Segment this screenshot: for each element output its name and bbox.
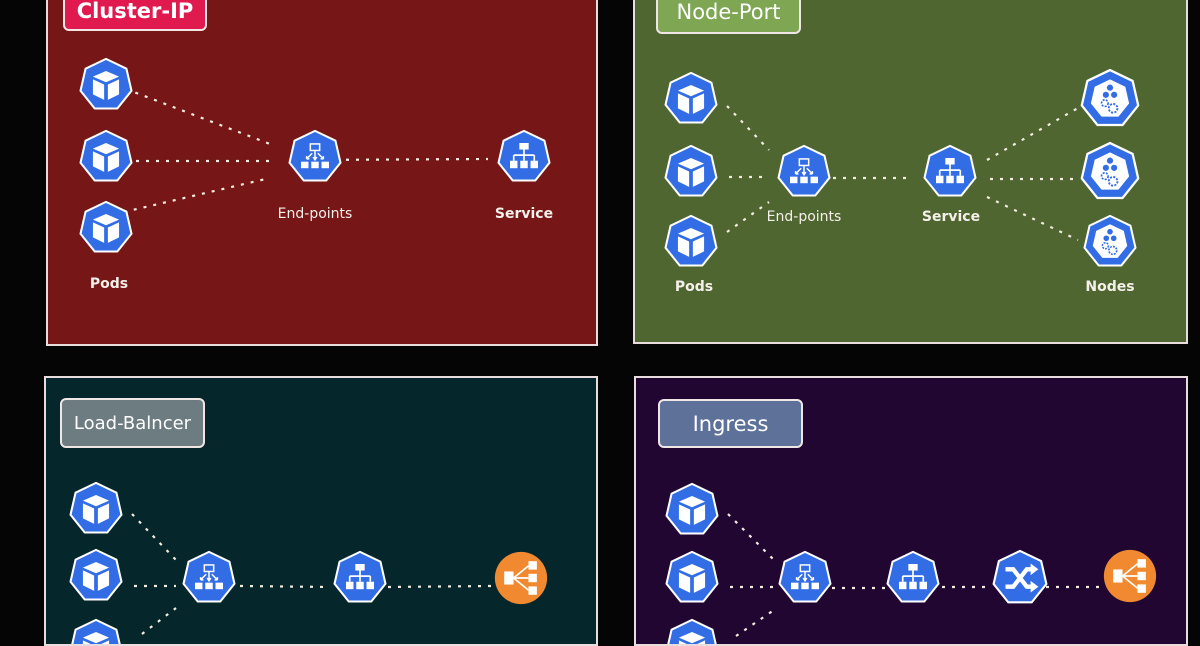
panel-title-cluster-ip: Cluster-IP [63,0,207,31]
pod-cube-icon [663,71,719,127]
connectors [726,105,1079,241]
pods-label: Pods [674,279,714,295]
pod-cube-icon [664,618,720,646]
load-balancer-icon [493,550,549,606]
node-icon [1082,214,1138,270]
pod-cube-icon [78,200,134,256]
nodes-label: Nodes [1085,279,1135,295]
connectors [727,513,1102,637]
endpoints-icon [181,550,237,606]
pod-cube-icon [663,144,719,200]
pods-label: Pods [89,276,129,292]
service-label: Service [494,206,554,222]
endpoints-icon [777,550,833,606]
pod-cube-icon [68,548,124,604]
service-icon [496,129,552,185]
service-icon [922,144,978,200]
service-icon [332,550,388,606]
service-label: Service [921,209,981,225]
endpoints-label: End-points [277,206,353,222]
panel-cluster-ip: End-points Service Pods [46,0,598,346]
node-icon [1079,68,1141,130]
panel-node-port: End-points Service Pods Nodes [633,0,1188,344]
load-balancer-icon [1102,548,1158,604]
panel-title-ingress: Ingress [658,399,803,448]
pod-cube-icon [68,481,124,537]
pod-cube-icon [663,214,719,270]
endpoints-icon [287,129,343,185]
endpoints-icon [776,144,832,200]
pod-cube-icon [664,550,720,606]
endpoints-label: End-points [766,209,842,225]
pod-cube-icon [68,618,124,646]
node-icon [1079,141,1141,203]
panel-title-load-balancer: Load-Balncer [60,398,205,448]
connectors [131,513,492,635]
panel-title-node-port: Node-Port [656,0,801,34]
pod-cube-icon [78,57,134,113]
ingress-shuffle-icon [991,549,1049,607]
pod-cube-icon [664,482,720,538]
service-icon [885,550,941,606]
pod-cube-icon [78,129,134,185]
